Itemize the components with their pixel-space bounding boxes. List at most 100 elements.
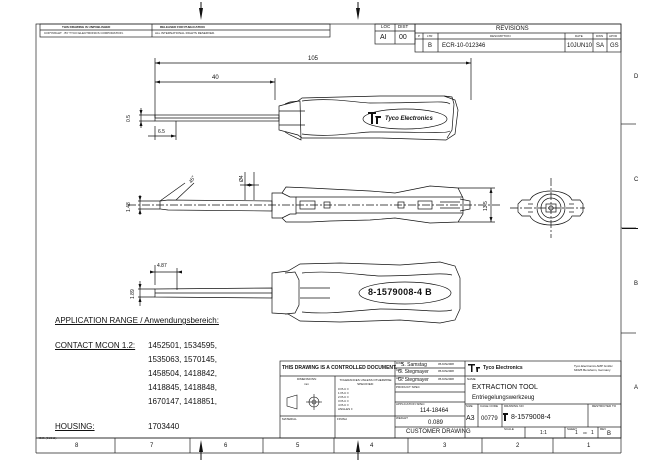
dim-dia: Ø4 <box>239 175 245 182</box>
application-spec-label: APPLICATION SPEC <box>396 402 425 406</box>
product-spec-label: PRODUCT SPEC <box>396 385 420 389</box>
zone-6: 6 <box>224 443 228 449</box>
zone-7: 7 <box>150 443 154 449</box>
zone-3: 3 <box>443 443 447 449</box>
sig-role: DWN <box>396 361 404 365</box>
rights-note: ALL INTERNATIONAL RIGHTS RESERVED. <box>155 31 216 35</box>
housing-value: 1703440 <box>148 422 180 431</box>
dim-pin: 1.89 <box>130 289 136 299</box>
company-address: Tyco Electronics AMP GmbH 64625 Bensheim… <box>574 364 613 372</box>
rev-col-apvd: APVD <box>609 34 618 38</box>
housing-label: HOUSING: <box>55 422 95 431</box>
cage-label: CAGE CODE <box>480 404 499 408</box>
name-label: NAME <box>467 377 476 381</box>
signature-1-date: 05JUN2008 <box>438 362 454 366</box>
customer-drawing: CUSTOMER DRAWING <box>406 429 471 435</box>
signature-2-date: 05JUN2008 <box>438 369 454 373</box>
size-value: A3 <box>466 415 475 422</box>
form-number: 4805 (3/2011) <box>38 436 57 440</box>
zone-1: 1 <box>587 443 591 449</box>
tool-part-marking: 8-1579008-4 B <box>368 287 432 297</box>
loc-label: LOC <box>381 24 391 29</box>
contact-line: 1535063, 1570145, <box>148 355 217 364</box>
tol-line: 2 PLC ± <box>338 395 349 399</box>
tol-line: 0 PLC ± <box>338 387 349 391</box>
contact-label: CONTACT MCON 1.2: <box>55 341 136 350</box>
rev-col-dwn: DWN <box>596 34 604 38</box>
application-spec-value: 114-18464 <box>420 408 449 414</box>
zone-5: 5 <box>296 443 300 449</box>
sheet-label: SHEET <box>567 427 578 431</box>
scale-label: SCALE <box>504 427 514 431</box>
sig-role: APVD <box>396 376 405 380</box>
dim-overall: 105 <box>308 56 319 62</box>
dimensions-label: DIMENSIONS: <box>297 377 317 381</box>
signature-3-date: 05JUN2008 <box>438 377 454 381</box>
dist-value: 00 <box>399 34 407 41</box>
cage-value: 00779 <box>481 416 498 422</box>
rev-apvd: GS <box>610 43 619 49</box>
dim-grip: 40 <box>212 75 219 81</box>
weight-value: 0.089 <box>428 420 444 426</box>
material-label: MATERIAL <box>282 417 297 421</box>
rev-col-p: P <box>418 34 421 38</box>
restricted-label: RESTRICTED TO <box>592 404 617 408</box>
drawing-name: EXTRACTION TOOL <box>472 384 538 391</box>
rev-dwn: SA <box>596 43 605 49</box>
drawing-number: 8-1579008-4 <box>511 414 551 421</box>
dim-tip-len: 6.5 <box>158 129 165 135</box>
zone-8: 8 <box>75 443 79 449</box>
rev-col-desc: DESCRIPTION <box>490 34 511 38</box>
sheet-total: 1 <box>591 430 594 436</box>
contact-line: 1452501, 1534595, <box>148 341 217 350</box>
zone-a: A <box>634 385 639 391</box>
rev-desc: ECR-10-012346 <box>442 43 486 49</box>
contact-line: 1418845, 1418848, <box>148 383 217 392</box>
sheet-of: OF <box>583 431 588 435</box>
finish-label: FINISH <box>337 417 347 421</box>
drawing-name-de: Entriegelungswerkzeug <box>472 395 535 401</box>
rev-label: REV <box>600 427 607 431</box>
signature-2: G. Stegmayer <box>398 369 429 375</box>
sheet-number: 1 <box>575 430 578 436</box>
zone-c: C <box>634 177 639 183</box>
dim-blade: 1.48 <box>126 202 132 212</box>
tol-line: 1 PLC ± <box>338 391 349 395</box>
tol-line: 4 PLC ± <box>338 403 349 407</box>
rev-col-ltr: LTR <box>427 34 433 38</box>
sig-role: CHK <box>396 368 403 372</box>
loc-value: AI <box>380 34 387 41</box>
dim-tip-height: 0.5 <box>126 115 132 122</box>
tolerances-label: TOLERANCES UNLESS OTHERWISE SPECIFIED: <box>339 378 392 386</box>
dist-label: DIST <box>398 24 409 29</box>
copyright-note: COPYRIGHT · BY TYCO ELECTRONICS CORPORAT… <box>44 31 124 35</box>
signature-1: S. Samstag <box>401 362 427 368</box>
scale-value: 1:1 <box>540 430 547 436</box>
size-label: SIZE <box>466 404 473 408</box>
dim-body: 13.5 <box>483 201 489 211</box>
tol-line: 3 PLC ± <box>338 399 349 403</box>
zone-4: 4 <box>370 443 374 449</box>
rev-ltr: B <box>428 43 433 49</box>
revisions-heading: REVISIONS <box>496 26 529 32</box>
rev-date: 10JUN10 <box>567 43 593 49</box>
zone-d: D <box>634 74 639 80</box>
contact-line: 1458504, 1418842, <box>148 369 217 378</box>
zone-2: 2 <box>516 443 520 449</box>
company-name: Tyco Electronics <box>483 365 523 371</box>
application-range: APPLICATION RANGE / Anwendungsbereich: <box>55 316 219 325</box>
weight-label: WEIGHT <box>396 416 408 420</box>
unpublished-note: THIS DRAWING IS UNPUBLISHED <box>62 24 111 29</box>
rev-col-date: DATE <box>575 34 583 38</box>
drawing-no-label: DRAWING NO <box>504 404 524 408</box>
contact-line: 1670147, 1418851, <box>148 397 217 406</box>
controlled-doc: THIS DRAWING IS A CONTROLLED DOCUMENT. <box>282 365 397 371</box>
zone-b: B <box>634 281 639 287</box>
release-note: RELEASED FOR PUBLICATION <box>160 24 205 29</box>
signature-3: G. Stegmayer <box>398 377 429 383</box>
tool-logo-text: Tyco Electronics <box>385 116 433 122</box>
dim-step: 4.87 <box>157 263 167 269</box>
tol-line: ANGLES ± <box>338 407 353 411</box>
